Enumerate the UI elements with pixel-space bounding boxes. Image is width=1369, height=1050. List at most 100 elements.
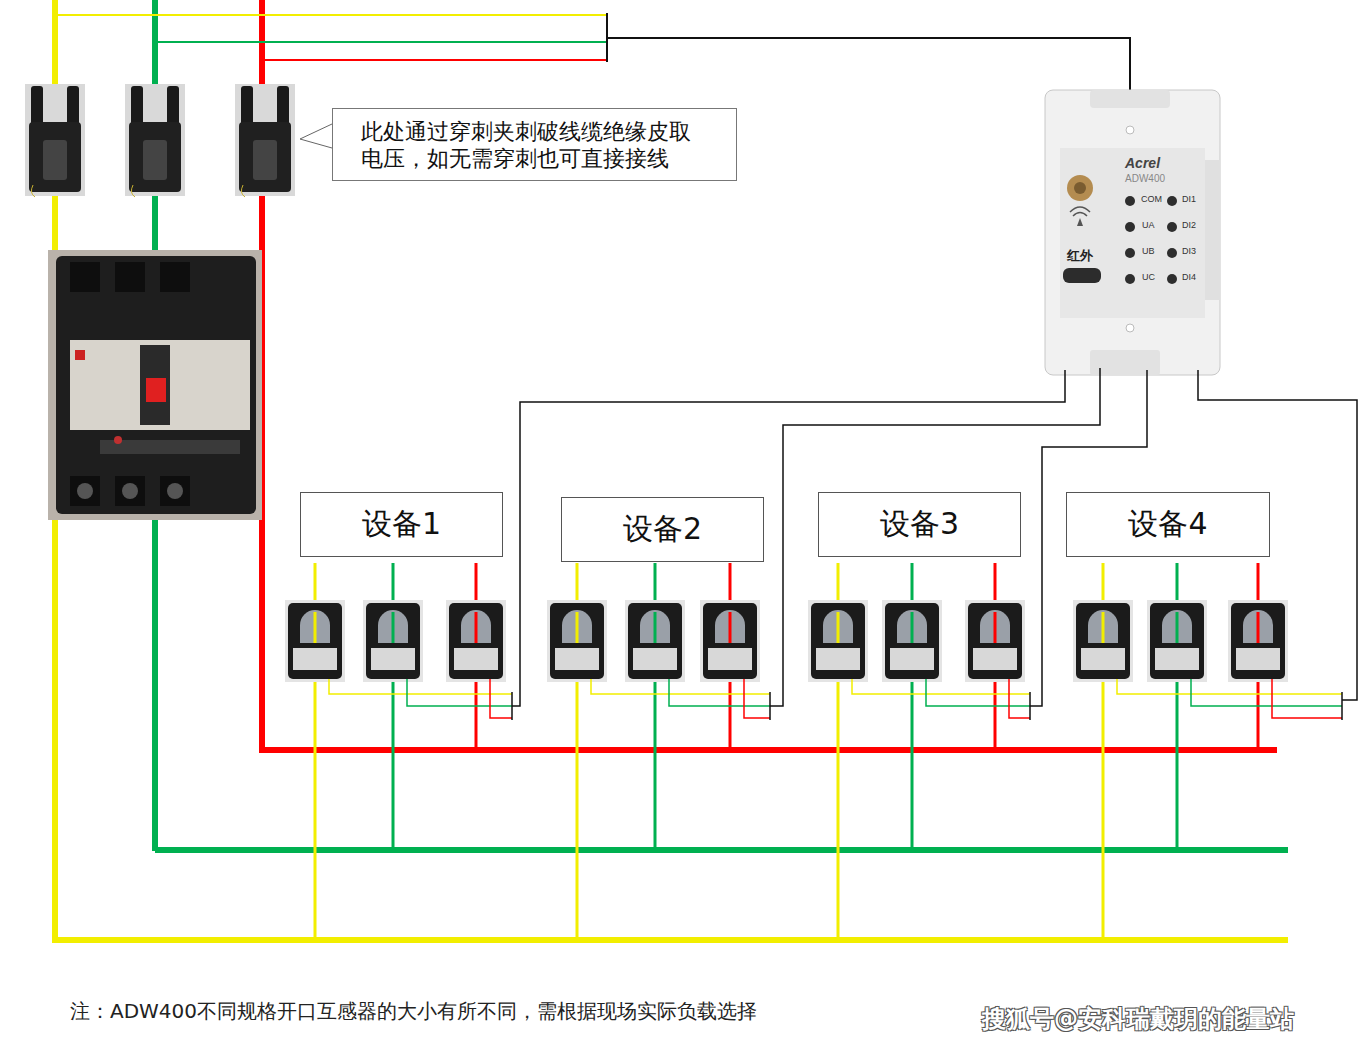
clamp-lead — [31, 185, 35, 197]
load-conductor — [837, 612, 840, 643]
brand-logo — [75, 350, 85, 360]
ct-nameplate — [633, 648, 677, 670]
breaker-handle-slot — [140, 345, 170, 425]
ct-nameplate — [1081, 648, 1125, 670]
ct-nameplate — [708, 648, 752, 670]
wireless-icon — [1077, 218, 1083, 226]
callout-box: 此处通过穿刺夹刺破线缆绝缘皮取电压，如无需穿刺也可直接接线 — [332, 108, 737, 181]
load-box: 设备3 — [818, 492, 1021, 557]
indicator-label: DI2 — [1182, 221, 1196, 230]
ct-nameplate — [816, 648, 860, 670]
indicator-label: UA — [1142, 221, 1155, 230]
ct-window — [562, 610, 592, 643]
load-box: 设备4 — [1066, 492, 1270, 557]
meter-screw — [1126, 324, 1134, 332]
current-transformer — [628, 603, 682, 679]
status-led — [1125, 196, 1135, 206]
signal-wire — [770, 368, 1100, 706]
brand-label: ADW400 — [1125, 174, 1165, 184]
current-transformer — [449, 603, 503, 679]
note-text: 注：ADW400不同规格开口互感器的大小有所不同，需根据现场实际负载选择 — [70, 998, 757, 1025]
load-conductor — [1176, 612, 1179, 643]
load-conductor — [1102, 612, 1105, 643]
clamp-lead — [241, 185, 245, 197]
indicator-label: 红外 — [1067, 249, 1093, 262]
status-led — [1167, 196, 1177, 206]
ct-photo — [1147, 600, 1207, 682]
breaker-terminal — [115, 476, 145, 506]
indicator-label: DI1 — [1182, 195, 1196, 204]
test-button — [114, 436, 122, 444]
meter-face — [1060, 148, 1205, 318]
meter-tab — [1090, 90, 1170, 108]
terminal-screw — [122, 483, 138, 499]
phase-bus — [259, 747, 1277, 753]
indicator-label: UC — [1142, 273, 1155, 282]
phase-bus — [155, 847, 1288, 853]
ct-nameplate — [1155, 648, 1199, 670]
current-transformer — [968, 603, 1022, 679]
piercing-clamp — [29, 122, 81, 192]
ct-nameplate — [973, 648, 1017, 670]
infrared-window — [1063, 268, 1101, 283]
current-transformer — [1231, 603, 1285, 679]
current-transformer — [811, 603, 865, 679]
piercing-clamp — [167, 86, 179, 126]
status-led — [1125, 222, 1135, 232]
ct-photo — [363, 600, 423, 682]
terminal-screw — [77, 483, 93, 499]
ct-photo — [1073, 600, 1133, 682]
ct-secondary — [591, 679, 770, 694]
clamp-photo — [25, 84, 85, 196]
ct-secondary — [926, 679, 1030, 706]
breaker-nameplate — [70, 340, 250, 430]
breaker-on-button — [146, 378, 166, 402]
ct-window — [1088, 610, 1118, 643]
piercing-clamp — [253, 140, 277, 180]
meter-side — [1205, 160, 1220, 300]
load-name: 设备3 — [880, 504, 959, 545]
load-conductor — [1102, 563, 1105, 940]
load-name: 设备2 — [623, 509, 702, 550]
load-name: 设备4 — [1128, 504, 1207, 545]
meter-screw — [1126, 126, 1134, 134]
antenna-connector — [1074, 182, 1086, 194]
signal-wire — [512, 370, 1065, 706]
ct-secondary — [1341, 692, 1343, 720]
ct-photo — [547, 600, 607, 682]
current-transformer — [885, 603, 939, 679]
ct-secondary — [669, 679, 770, 706]
current-transformer — [288, 603, 342, 679]
ct-window — [823, 610, 853, 643]
piercing-clamp — [239, 122, 291, 192]
piercing-clamp — [43, 140, 67, 180]
current-transformer — [703, 603, 757, 679]
ct-nameplate — [890, 648, 934, 670]
ct-photo — [285, 600, 345, 682]
ct-photo — [1228, 600, 1288, 682]
ct-window — [715, 610, 745, 643]
ct-window — [378, 610, 408, 643]
clamp-photo — [125, 84, 185, 196]
breaker-terminal — [70, 476, 100, 506]
piercing-clamp — [67, 86, 79, 126]
ct-secondary — [1191, 679, 1342, 706]
current-transformer — [1150, 603, 1204, 679]
callout-pointer — [300, 124, 332, 148]
piercing-clamp — [241, 86, 253, 126]
current-transformer — [1076, 603, 1130, 679]
load-conductor — [576, 612, 579, 643]
current-transformer — [550, 603, 604, 679]
indicator-label: DI3 — [1182, 247, 1196, 256]
ct-nameplate — [293, 648, 337, 670]
ct-secondary — [852, 679, 1030, 694]
indicator-label: DI4 — [1182, 273, 1196, 282]
clamp-lead — [131, 185, 135, 197]
load-name: 设备1 — [362, 504, 441, 545]
piercing-clamp — [277, 86, 289, 126]
piercing-clamp — [131, 86, 143, 126]
ct-window — [300, 610, 330, 643]
ct-photo — [700, 600, 760, 682]
breaker-photo — [48, 250, 262, 520]
callout-text: 此处通过穿刺夹刺破线缆绝缘皮取电压，如无需穿刺也可直接接线 — [361, 118, 706, 172]
